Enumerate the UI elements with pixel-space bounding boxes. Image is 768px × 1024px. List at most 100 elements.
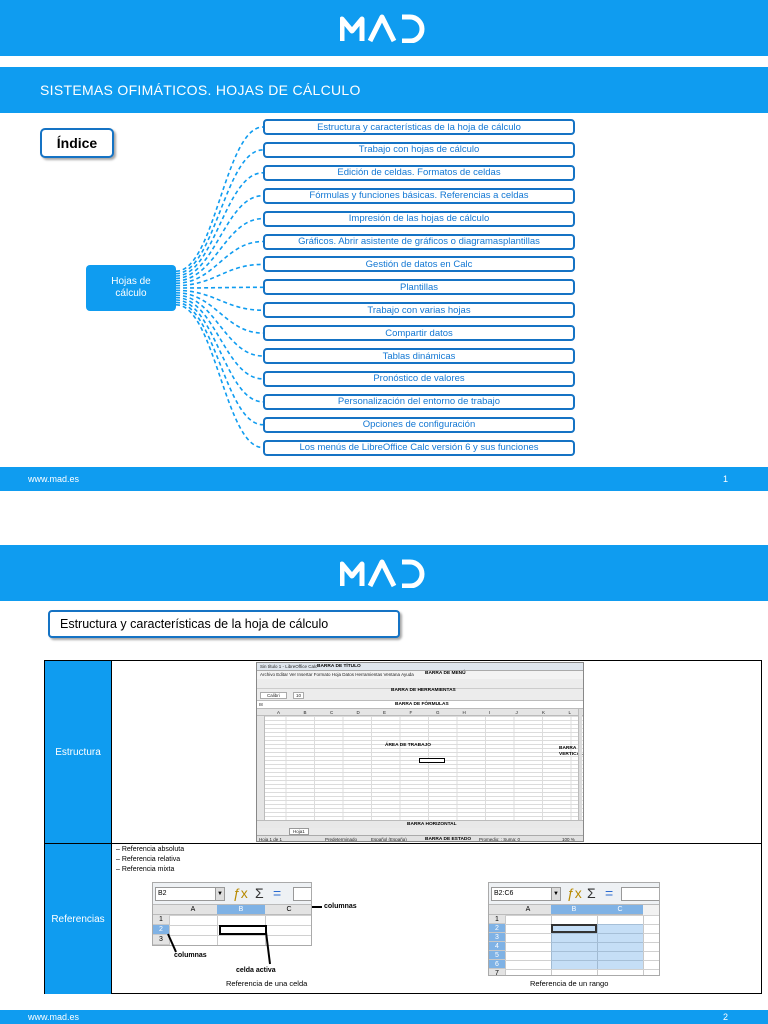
column-header: D [356, 710, 360, 715]
status-style: Predeterminado [325, 837, 358, 842]
topic-item[interactable]: Fórmulas y funciones básicas. Referencia… [263, 187, 575, 204]
footer-website[interactable]: www.mad.es [28, 1012, 80, 1022]
sheet-tabs: Hoja1 [257, 828, 583, 835]
sigma-icon[interactable]: Σ [587, 885, 596, 901]
label-rows: columnas [174, 952, 207, 959]
font-name: Calibri [260, 692, 287, 699]
column-header: F [409, 710, 413, 715]
topic-item[interactable]: Gráficos. Abrir asistente de gráficos o … [263, 233, 575, 250]
connector-line [175, 263, 264, 287]
topic-item[interactable]: Edición de celdas. Formatos de celdas [263, 164, 575, 181]
connector-line [175, 299, 264, 403]
calc-format-toolbar: Calibri 10 BARRA DE HERRAMIENTAS [257, 688, 583, 701]
topic-item[interactable]: Personalización del entorno de trabajo [263, 393, 575, 410]
topic-item[interactable]: Trabajo con varias hojas [263, 302, 575, 319]
section-title: SISTEMAS OFIMÁTICOS. HOJAS DE CÁLCULO [40, 82, 361, 98]
col-header: B [217, 905, 265, 915]
connector-line [175, 217, 264, 282]
equals-icon[interactable]: = [605, 885, 614, 901]
topic-item[interactable]: Estructura y características de la hoja … [263, 119, 575, 135]
connector-line [175, 172, 264, 277]
sigma-icon[interactable]: Σ [255, 885, 264, 901]
name-box[interactable]: B2 [155, 887, 225, 901]
connector-line [175, 289, 264, 311]
col-header: C [265, 905, 311, 915]
connector-line [175, 301, 264, 426]
row-header: 5 [489, 951, 505, 960]
row-header: 2 [153, 925, 169, 935]
connector-line [175, 292, 264, 334]
status-sum: Promedio: ; Suma: 0 [479, 837, 521, 842]
calc-menu-bar: Archivo Editar Ver Insertar Formato Hoja… [257, 671, 583, 679]
cell-reference-example: B2 ▼ ƒx Σ = A B C 1 2 3 [152, 882, 312, 946]
row-label-referencias: Referencias [45, 844, 111, 994]
label-title-bar: BARRA DE TÍTULO [317, 664, 361, 669]
status-sheet: Hoja 1 de 1 [259, 837, 283, 842]
equals-icon[interactable]: = [273, 885, 282, 901]
row-header: 2 [489, 924, 505, 933]
formula-input[interactable] [621, 887, 659, 901]
row-header: 6 [489, 960, 505, 969]
label-active-cell: celda activa [236, 967, 276, 974]
row-header: 3 [153, 935, 169, 945]
connector-line [175, 286, 264, 289]
function-wizard-icon[interactable]: ƒx [233, 885, 248, 901]
topic-item[interactable]: Trabajo con hojas de cálculo [263, 141, 575, 158]
topic-item[interactable]: Impresión de las hojas de cálculo [263, 210, 575, 227]
col-header: C [597, 905, 643, 915]
active-cell[interactable] [219, 925, 267, 935]
chevron-down-icon[interactable]: ▼ [215, 888, 224, 900]
row-headers [257, 716, 265, 820]
vertical-scrollbar[interactable] [578, 709, 582, 820]
col-header: A [169, 905, 217, 915]
topic-item[interactable]: Opciones de configuración [263, 416, 575, 433]
horizontal-scrollbar[interactable]: BARRA HORIZONTAL [257, 820, 583, 828]
chevron-down-icon[interactable]: ▼ [551, 888, 560, 900]
connector-line [175, 240, 264, 284]
reference-types-list: – Referencia absoluta – Referencia relat… [116, 845, 184, 875]
footer-website[interactable]: www.mad.es [28, 474, 80, 484]
connector-line [175, 304, 264, 449]
mindmap-hub[interactable]: Hojas de cálculo [86, 265, 176, 311]
formula-input[interactable] [293, 887, 311, 901]
topic-item[interactable]: Los menús de LibreOffice Calc versión 6 … [263, 439, 575, 456]
topic-item[interactable]: Gestión de datos en Calc [263, 256, 575, 273]
table-divider-vertical [111, 661, 112, 993]
mad-logo [340, 13, 430, 43]
mad-logo-mark [340, 14, 425, 43]
topic-item[interactable]: Plantillas [263, 279, 575, 296]
label-vertical-bar-2: VERTICAL [559, 752, 583, 757]
calc-window-screenshot: Sin título 1 - LibreOffice Calc BARRA DE… [256, 662, 584, 842]
topic-item[interactable]: Compartir datos [263, 325, 575, 342]
index-label: Índice [40, 128, 114, 158]
row-header: 1 [489, 915, 505, 924]
slide1-header [0, 0, 768, 56]
topic-item[interactable]: Pronóstico de valores [263, 370, 575, 387]
row-header: 3 [489, 933, 505, 942]
column-header: L [568, 710, 572, 715]
calc-standard-toolbar [257, 679, 583, 689]
slide1-footer: www.mad.es 1 [0, 467, 768, 491]
connector-line [175, 296, 264, 380]
label-menu-bar: BARRA DE MENÚ [425, 671, 466, 676]
label-columns: columnas [324, 903, 357, 910]
sheet-tab[interactable]: Hoja1 [289, 828, 309, 835]
column-header: E [383, 710, 387, 715]
function-wizard-icon[interactable]: ƒx [567, 885, 582, 901]
active-cell[interactable] [551, 924, 597, 933]
name-box[interactable]: B2:C6 [491, 887, 561, 901]
caption-range-reference: Referencia de un rango [530, 979, 609, 988]
topic-item[interactable]: Tablas dinámicas [263, 348, 575, 364]
status-zoom: 100 % [562, 837, 575, 842]
row-label-estructura: Estructura [45, 661, 111, 843]
corner-cell [153, 905, 169, 915]
calc-status-bar: Hoja 1 de 1 Predeterminado Español (Espa… [257, 835, 583, 842]
col-header: A [505, 905, 551, 915]
name-box: I8 [259, 702, 263, 707]
pointer-line-columns [312, 906, 322, 908]
ref-item: – Referencia mixta [116, 866, 175, 873]
window-title: Sin título 1 - LibreOffice Calc [260, 664, 318, 669]
row-header: 4 [489, 942, 505, 951]
column-header: A [277, 710, 281, 715]
page-number: 1 [722, 474, 728, 484]
